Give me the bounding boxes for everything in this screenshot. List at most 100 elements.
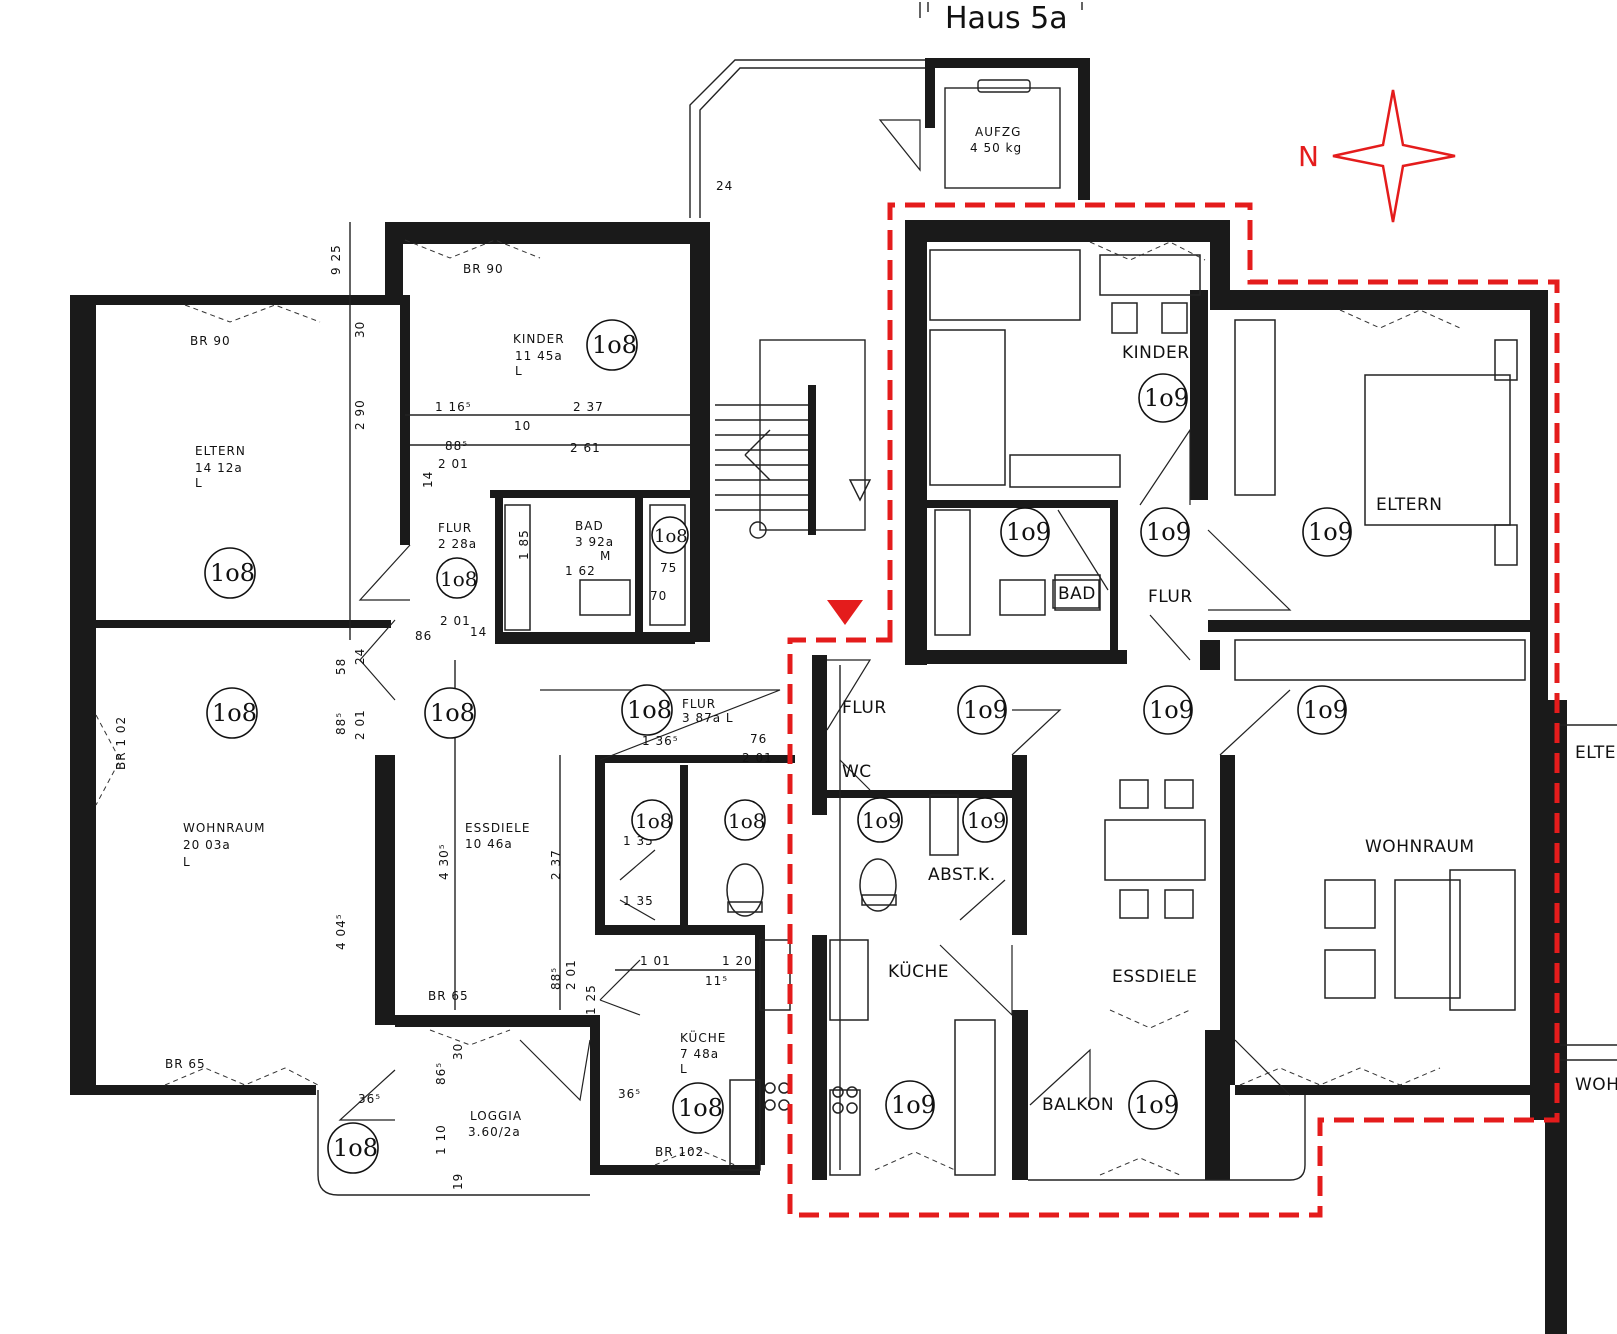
- area-kinder-left: 11 45a: [515, 349, 563, 363]
- unit-marker: 1o8: [728, 809, 766, 833]
- unit-marker: 1o9: [967, 809, 1006, 833]
- apartment-highlight-outline: [787, 202, 1560, 1218]
- dim-1165: 1 16⁵: [435, 400, 472, 414]
- building-title: Haus 5a: [945, 1, 1068, 36]
- unit-marker: 1o8: [627, 696, 672, 724]
- elevator-label: AUFZG: [975, 125, 1021, 139]
- code-kinder-left: L: [515, 364, 523, 378]
- dim-237: 2 37: [573, 400, 604, 414]
- dim-237b: 2 37: [549, 849, 563, 880]
- label-eltern-right: ELTERN: [1376, 495, 1443, 515]
- dim-75: 75: [660, 561, 677, 575]
- dim-135b: 1 35: [623, 894, 654, 908]
- dim-4045: 4 04⁵: [334, 913, 348, 950]
- label-kueche-right: KÜCHE: [888, 960, 949, 982]
- label-bad-right: BAD: [1058, 584, 1096, 604]
- compass-north-label: N: [1298, 140, 1319, 173]
- dim-201a: 2 01: [438, 457, 469, 471]
- dim-365: 36⁵: [358, 1092, 381, 1106]
- dim-885b: 88⁵: [334, 712, 348, 735]
- dim-58: 58: [334, 658, 348, 675]
- dim-24b: 24: [353, 648, 367, 665]
- left-windows: [95, 239, 736, 1166]
- unit-marker: 1o9: [1303, 696, 1348, 724]
- label-wc: WC: [842, 762, 872, 782]
- dim-865: 86⁵: [434, 1062, 448, 1085]
- area-essdiele-left: 10 46a: [465, 837, 513, 851]
- area-loggia: 3.60/2a: [468, 1125, 521, 1139]
- label-balkon: BALKON: [1042, 1095, 1114, 1115]
- dim-885a: 88⁵: [445, 439, 468, 453]
- label-loggia: LOGGIA: [470, 1109, 522, 1123]
- dim-201b: 2 01: [440, 614, 471, 628]
- window-br102-wohn: BR 1 02: [114, 716, 128, 770]
- dim-120: 1 20: [722, 954, 753, 968]
- right-unit-walls: [812, 220, 1617, 1334]
- dim-201c: 2 01: [353, 709, 367, 740]
- label-wohnraum-right: WOHNRAUM: [1365, 837, 1475, 857]
- area-eltern-left: 14 12a: [195, 461, 243, 475]
- window-br65-wohn: BR 65: [165, 1057, 206, 1071]
- dim-10: 10: [514, 419, 531, 433]
- elevator-capacity: 4 50 kg: [970, 141, 1022, 155]
- dim-110: 1 10: [434, 1124, 448, 1155]
- title-marks: [919, 2, 1083, 18]
- dim-101: 1 01: [640, 954, 671, 968]
- unit-marker: 1o8: [210, 559, 255, 587]
- dim-4305: 4 30⁵: [437, 843, 451, 880]
- right-unit-furniture: [829, 249, 1526, 1176]
- elevator-core: AUFZG 4 50 kg: [689, 58, 1090, 218]
- area-bad-left: 3 92a: [575, 535, 614, 549]
- dim-19: 19: [451, 1173, 465, 1190]
- unit-marker: 1o9: [1308, 518, 1353, 546]
- dim-14b: 14: [470, 625, 487, 639]
- dim-201d: 2 01: [742, 751, 773, 765]
- unit-marker: 1o9: [1146, 518, 1191, 546]
- area-kueche-left: 7 48a: [680, 1047, 719, 1061]
- dim-925: 9 25: [329, 244, 343, 275]
- right-unit-markers: 1o9 1o9 1o9 1o9 1o9 1o9 1o9 1o9 1o9 1o9 …: [857, 373, 1353, 1130]
- dim-14: 14: [421, 471, 435, 488]
- dim-201e: 2 01: [564, 959, 578, 990]
- code-kueche-left: L: [680, 1062, 688, 1076]
- left-unit-walls: [70, 222, 795, 1196]
- dim-162: 1 62: [565, 564, 596, 578]
- dim-70: 70: [650, 589, 667, 603]
- window-br65-ess: BR 65: [428, 989, 469, 1003]
- label-flur-b: FLUR: [682, 697, 716, 711]
- unit-marker: 1o8: [333, 1134, 378, 1162]
- unit-marker: 1o8: [212, 699, 257, 727]
- label-abstk: ABST.K.: [928, 865, 996, 885]
- dim-125: 1 25: [584, 984, 598, 1015]
- code-wohnraum-left: L: [183, 855, 191, 869]
- unit-marker: 1o8: [430, 699, 475, 727]
- entrance-marker-icon: [827, 600, 863, 625]
- dim-290: 2 90: [353, 399, 367, 430]
- unit-marker: 1o9: [891, 1091, 936, 1119]
- staircase: [715, 339, 872, 539]
- dim-86: 86: [415, 629, 432, 643]
- dim-365b: 36⁵: [618, 1087, 641, 1101]
- left-unit-markers: 1o8 1o8 1o8 1o8 1o8 1o8 1o8 1o8 1o8 1o8 …: [204, 319, 766, 1174]
- unit-marker: 1o9: [963, 696, 1008, 724]
- label-essdiele-right: ESSDIELE: [1112, 967, 1197, 987]
- dim-261: 2 61: [570, 441, 601, 455]
- dim-24: 24: [716, 179, 733, 193]
- window-br90-kinder: BR 90: [463, 262, 504, 276]
- label-kinder-left: KINDER: [513, 332, 565, 346]
- area-wohnraum-left: 20 03a: [183, 838, 231, 852]
- dim-185: 1 85: [517, 529, 531, 560]
- dim-885c: 88⁵: [549, 967, 563, 990]
- label-wohnraum-left: WOHNRAUM: [183, 821, 266, 835]
- code-bad-left: M: [600, 549, 611, 563]
- dim-1365: 1 36⁵: [642, 734, 679, 748]
- compass-rose-icon: N: [1298, 89, 1456, 223]
- unit-marker: 1o9: [862, 809, 901, 833]
- dim-76: 76: [750, 732, 767, 746]
- unit-marker: 1o9: [1134, 1091, 1179, 1119]
- window-br90-eltern: BR 90: [190, 334, 231, 348]
- area-flur-a: 2 28a: [438, 537, 477, 551]
- bad-label-box: [1052, 579, 1100, 609]
- left-door-swings: [338, 544, 781, 1121]
- label-flur-entry: FLUR: [842, 698, 887, 718]
